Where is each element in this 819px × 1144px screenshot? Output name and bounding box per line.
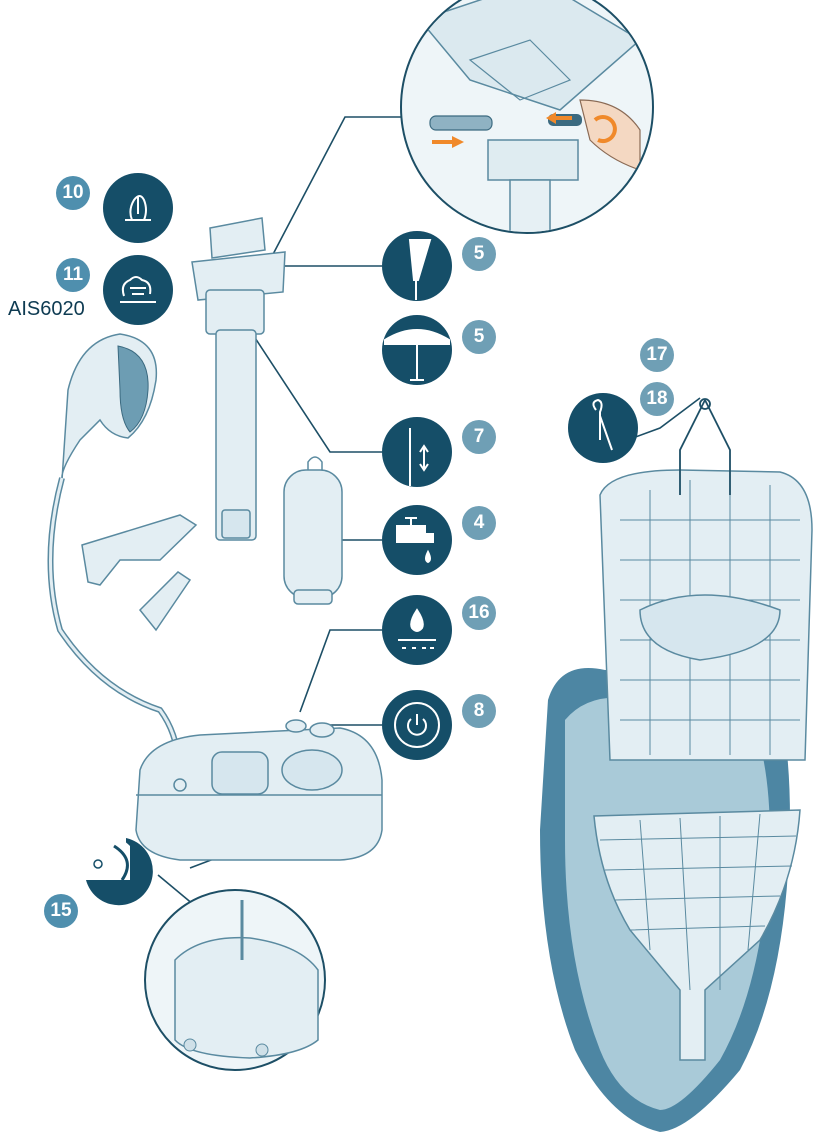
badge-17: 17 (640, 338, 674, 372)
badge-5-bottom: 5 (462, 320, 496, 354)
steam-icon (125, 195, 151, 221)
water-tank (283, 456, 343, 605)
badge-11: 11 (56, 258, 90, 292)
badge-7: 7 (462, 420, 496, 454)
badge-10: 10 (56, 176, 90, 210)
steamer-head (47, 333, 182, 783)
hanger-hook-icon (592, 398, 613, 451)
brush-attachments (81, 514, 198, 632)
badge-16: 16 (462, 596, 496, 630)
model-label: AIS6020 (8, 298, 85, 320)
turbo-steam-icon-group (103, 255, 173, 325)
water-tap-icon (396, 517, 434, 564)
descaling-icon-group (382, 595, 452, 665)
badge-5-top: 5 (462, 237, 496, 271)
iron-rest-icon-group (382, 315, 452, 385)
height-adjust-icon (409, 428, 429, 486)
badge-18: 18 (640, 382, 674, 416)
descaling-icon (398, 608, 436, 649)
turbo-steam-icon (120, 276, 156, 303)
cord-rewind-icon-group (86, 836, 153, 906)
zoom-detail-base (144, 889, 326, 1071)
zoom-detail-attach (400, 0, 654, 234)
badge-15: 15 (44, 894, 78, 928)
ironing-board (540, 398, 813, 1132)
base-unit (135, 719, 383, 861)
power-icon (407, 714, 427, 736)
iron-rest-icon (384, 329, 450, 381)
cord-rewind-icon (113, 844, 129, 881)
height-adjust-icon-group (382, 417, 452, 487)
steam-icon-group (103, 173, 173, 243)
soleplate-tilt-icon (408, 239, 432, 300)
badge-4: 4 (462, 506, 496, 540)
soleplate-tilt-icon-group (382, 231, 452, 301)
badge-8: 8 (462, 694, 496, 728)
telescopic-pole (191, 217, 286, 541)
hanger-hook-icon-group (568, 393, 638, 463)
power-icon-group (382, 690, 452, 760)
water-tap-icon-group (382, 505, 452, 575)
